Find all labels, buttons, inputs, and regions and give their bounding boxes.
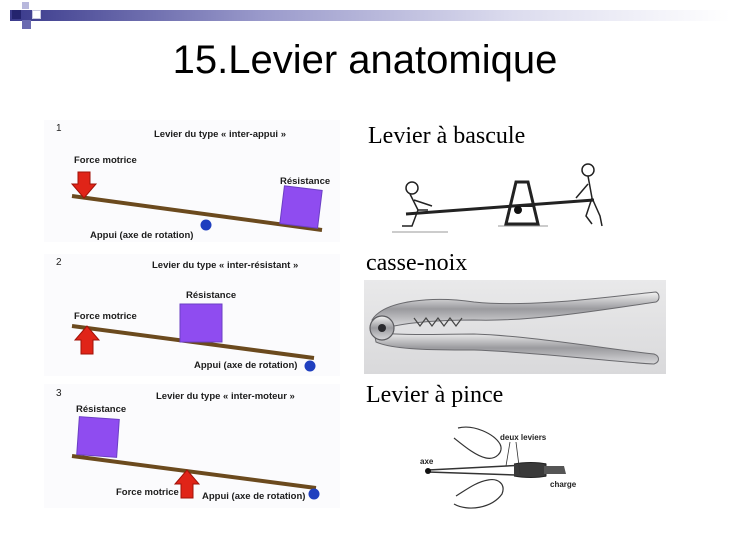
- tweezers-illustration: [425, 426, 566, 509]
- corner-square-3: [32, 10, 41, 19]
- corner-square-1: [12, 10, 21, 19]
- child-right-head: [581, 163, 595, 177]
- fulcrum-label: Appui (axe de rotation): [90, 230, 194, 241]
- caption-bascule: Levier à bascule: [368, 123, 526, 149]
- resistance-label: Résistance: [280, 176, 331, 187]
- nutcracker-lower-arm: [373, 331, 659, 365]
- resistance-box-1: [279, 185, 323, 229]
- resistance-label: Résistance: [76, 404, 127, 415]
- force-label: Force motrice: [74, 311, 137, 322]
- lever-type-label: Levier du type « inter-appui »: [154, 129, 286, 140]
- lever-diagram-2: 2 Levier du type « inter-résistant » Rés…: [44, 254, 340, 376]
- seesaw-plank: [405, 198, 595, 216]
- lever-2-drawing: [71, 303, 316, 372]
- seesaw-frame: [504, 180, 540, 226]
- resistance-label: Résistance: [186, 290, 237, 301]
- caption-pince: Levier à pince: [366, 382, 504, 408]
- label-axe: axe: [420, 457, 434, 466]
- fulcrum-label: Appui (axe de rotation): [202, 491, 306, 502]
- corner-square-2: [22, 20, 31, 29]
- lever-diagram-1: 1 Levier du type « inter-appui » Force m…: [44, 120, 340, 242]
- child-right-body: [575, 175, 603, 227]
- lever-number: 2: [56, 257, 62, 268]
- fulcrum-dot: [304, 360, 316, 372]
- lever-bar-3: [71, 454, 317, 490]
- nutcracker-illustration: [369, 291, 660, 365]
- fulcrum-dot: [425, 468, 431, 474]
- lever-type-label: Levier du type « inter-résistant »: [152, 260, 299, 271]
- lever-1-drawing: [70, 171, 323, 232]
- fulcrum-label: Appui (axe de rotation): [194, 360, 298, 371]
- up-arrow-icon: [173, 469, 201, 499]
- lever-number: 3: [56, 388, 62, 399]
- force-label: Force motrice: [116, 487, 179, 498]
- label-charge: charge: [550, 480, 577, 489]
- fulcrum-dot: [200, 219, 212, 231]
- force-label: Force motrice: [74, 155, 137, 166]
- charge-object: [544, 466, 566, 474]
- nutcracker-photo: [364, 280, 666, 374]
- nutcracker-upper-arm: [371, 291, 660, 327]
- child-left-head: [405, 181, 419, 195]
- finger-upper: [453, 426, 502, 459]
- lever-diagram-3: 3 Levier du type « inter-moteur » Résist…: [44, 384, 340, 508]
- lever-3-drawing: [71, 416, 320, 500]
- header-gradient-bar: [10, 10, 730, 21]
- seesaw-illustration: [392, 163, 603, 233]
- caption-cassenoix: casse-noix: [366, 250, 468, 276]
- lever-bar-1: [71, 194, 323, 232]
- resistance-box-3: [76, 416, 120, 458]
- lever-type-label: Levier du type « inter-moteur »: [156, 391, 295, 402]
- child-left-body: [402, 193, 433, 227]
- corner-square-4: [22, 2, 29, 9]
- up-arrow-icon: [73, 325, 101, 355]
- down-arrow-icon: [70, 171, 98, 199]
- hinge-pin: [378, 324, 386, 332]
- fulcrum-dot: [308, 488, 320, 500]
- lever-number: 1: [56, 123, 62, 134]
- resistance-box-2: [179, 303, 223, 343]
- finger-lower: [453, 479, 504, 509]
- label-deux-leviers: deux leviers: [500, 433, 547, 442]
- header-decoration: [0, 0, 730, 30]
- slide-title: 15.Levier anatomique: [172, 38, 558, 82]
- fulcrum-dot: [514, 206, 522, 214]
